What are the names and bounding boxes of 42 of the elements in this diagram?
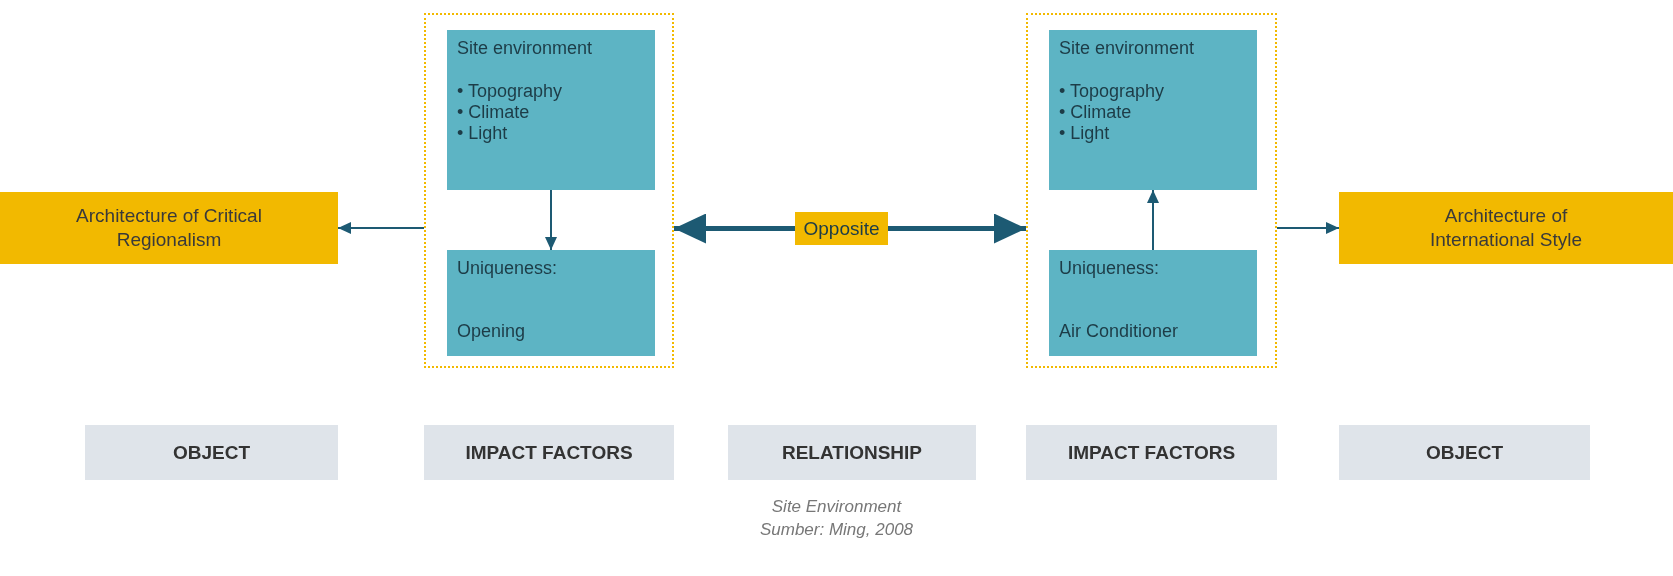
object-box	[0, 192, 338, 264]
box-text: Opening	[457, 321, 527, 342]
info-box	[447, 250, 655, 356]
column-header-band	[1339, 425, 1590, 480]
box-text: OBJECT	[1425, 441, 1504, 464]
box-text: Architecture of International Style	[1428, 204, 1584, 252]
column-header-band	[424, 425, 674, 480]
source-note: Sumber: Ming, 2008	[758, 520, 915, 540]
arrow	[1147, 189, 1159, 251]
list-item: • Light	[457, 123, 509, 144]
heading: Site environment	[1059, 38, 1196, 59]
box-text: IMPACT FACTORS	[1067, 441, 1236, 464]
dotted-group-frame	[424, 13, 674, 368]
object-box	[1339, 192, 1673, 264]
arrow	[545, 189, 557, 251]
heading: Site environment	[457, 38, 594, 59]
dotted-group-frame	[1026, 13, 1277, 368]
box-text: OBJECT	[172, 441, 251, 464]
list-item: • Climate	[457, 102, 531, 123]
caption: Site Environment	[770, 497, 903, 517]
box-text: Air Conditioner	[1059, 321, 1180, 342]
list-item: • Topography	[457, 81, 564, 102]
arrow	[1276, 222, 1340, 234]
box-text: Opposite	[803, 217, 880, 240]
box-text: IMPACT FACTORS	[465, 441, 633, 464]
arrow	[674, 213, 795, 244]
arrow	[337, 222, 425, 234]
column-header-band	[1026, 425, 1277, 480]
info-box	[1049, 250, 1257, 356]
info-box	[447, 30, 655, 190]
list-item: • Light	[1059, 123, 1111, 144]
heading: Uniqueness:	[457, 258, 559, 279]
column-header-band	[85, 425, 338, 480]
column-header-band	[728, 425, 976, 480]
box-text: RELATIONSHIP	[781, 441, 922, 464]
heading: Uniqueness:	[1059, 258, 1161, 279]
list-item: • Climate	[1059, 102, 1133, 123]
relationship-box	[795, 212, 888, 245]
list-item: • Topography	[1059, 81, 1166, 102]
box-text: Architecture of Critical Regionalism	[75, 204, 263, 252]
arrow	[888, 213, 1026, 244]
info-box	[1049, 30, 1257, 190]
